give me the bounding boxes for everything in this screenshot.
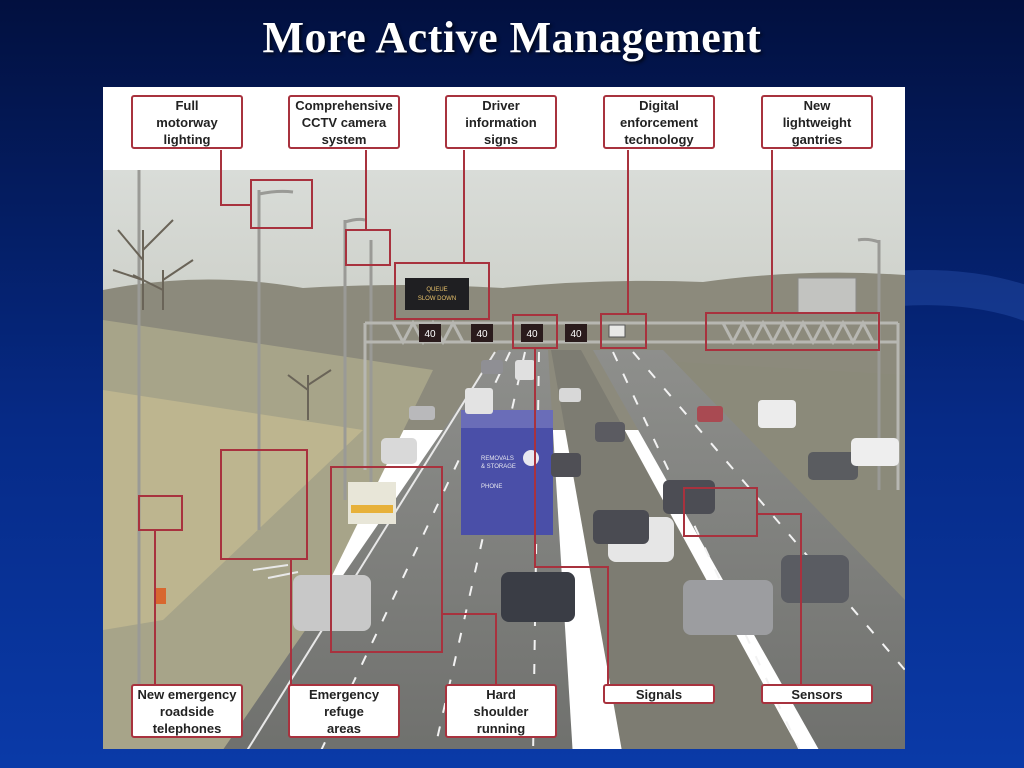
callout-signals: Signals	[603, 684, 715, 704]
bare-trees	[112, 219, 332, 420]
yellow-van	[348, 482, 396, 524]
slide-title: More Active Management	[262, 13, 762, 62]
enforcement-camera	[608, 324, 626, 338]
refuge-area-markings	[252, 564, 299, 579]
motorway-photo: 40 40 40 40 QUEUE SLOW DOWN REMOVALS & S…	[103, 170, 905, 749]
callout-lightweight-gantries: New lightweight gantries	[761, 95, 873, 149]
car-white-6	[515, 360, 535, 380]
gantry-board	[797, 277, 857, 315]
car-red-1	[697, 406, 723, 422]
car-dark-4	[595, 422, 625, 442]
callout-full-motorway-lighting: Full motorway lighting	[131, 95, 243, 149]
van-text-2: & STORAGE	[481, 464, 516, 470]
callout-emergency-roadside-telephones: New emergency roadside telephones	[131, 684, 243, 738]
car-white-5	[465, 388, 493, 414]
vms-sign	[405, 278, 469, 310]
diagram-panel: 40 40 40 40 QUEUE SLOW DOWN REMOVALS & S…	[103, 87, 905, 749]
speed-limit-1: 40	[424, 329, 436, 340]
car-dark-5	[808, 452, 858, 480]
car-white-3	[851, 438, 899, 466]
callout-driver-information-signs: Driver information signs	[445, 95, 557, 149]
car-white-4	[758, 400, 796, 428]
callout-sensors: Sensors	[761, 684, 873, 704]
car-dark-3	[551, 453, 581, 477]
central-reservation	[551, 350, 799, 749]
vms-line-2: SLOW DOWN	[418, 296, 456, 302]
car-silver-2	[683, 580, 773, 635]
speed-limit-2: 40	[476, 329, 488, 340]
callout-emergency-refuge-areas: Emergency refuge areas	[288, 684, 400, 738]
car-silver-1	[293, 575, 371, 631]
car-grey-1	[781, 555, 849, 603]
car-white-7	[559, 388, 581, 402]
emergency-telephone	[156, 588, 166, 604]
speed-limit-3: 40	[526, 329, 538, 340]
vms-line-1: QUEUE	[426, 287, 447, 293]
car-white-2	[381, 438, 417, 464]
removals-van	[461, 420, 553, 535]
callout-cctv-camera-system: Comprehensive CCTV camera system	[288, 95, 400, 149]
car-grey-3	[481, 360, 503, 374]
van-text-1: REMOVALS	[481, 456, 514, 462]
callout-hard-shoulder-running: Hard shoulder running	[445, 684, 557, 738]
car-dark-2	[663, 480, 715, 514]
lane-line-4	[612, 351, 801, 749]
car-grey-2	[409, 406, 435, 420]
van-text-3: PHONE	[481, 484, 502, 490]
speed-limit-4: 40	[570, 329, 582, 340]
callout-digital-enforcement-technology: Digital enforcement technology	[603, 95, 715, 149]
car-dark-1	[501, 572, 575, 622]
car-dark-6	[593, 510, 649, 544]
carriageway-right	[593, 350, 905, 749]
